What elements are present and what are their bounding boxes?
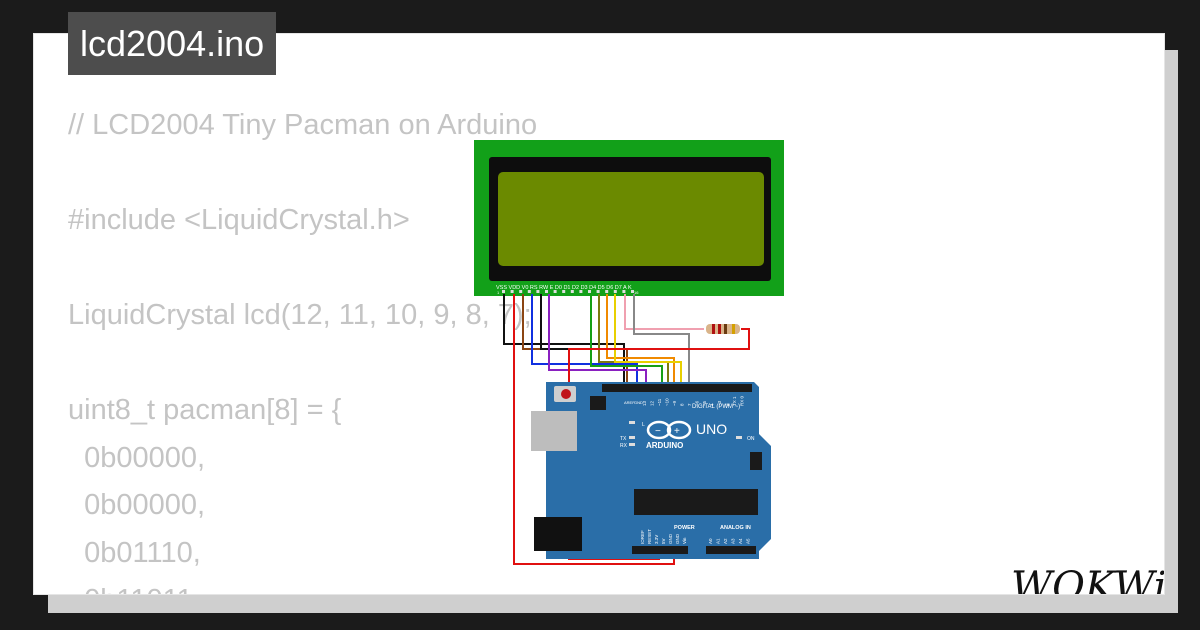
wokwi-logo-text: WOKWi xyxy=(1011,564,1164,594)
pin-label: ~3 xyxy=(717,400,722,406)
lcd-pin xyxy=(562,290,566,293)
lcd-pin xyxy=(519,290,523,293)
board-model: UNO xyxy=(696,421,727,437)
power-header xyxy=(632,546,688,554)
lcd-pin-first: 1 xyxy=(497,290,500,295)
project-title: lcd2004.ino xyxy=(68,12,277,75)
svg-text:+: + xyxy=(674,426,680,437)
lcd-pin xyxy=(613,290,617,293)
lcd-pin xyxy=(510,290,514,293)
project-card[interactable]: // LCD2004 Tiny Pacman on Arduino #inclu… xyxy=(34,34,1164,594)
pin-label: ~10 xyxy=(665,398,670,406)
pin-label: 4 xyxy=(710,403,715,406)
pin-label: 3.3V xyxy=(654,535,659,544)
pin-label: A3 xyxy=(731,538,736,544)
pin-label: 13 xyxy=(642,400,647,406)
power-label: POWER xyxy=(674,525,695,531)
lcd-pin xyxy=(596,290,600,293)
lcd-pin xyxy=(536,290,540,293)
lcd-pin xyxy=(553,290,557,293)
pin-label: A1 xyxy=(716,538,721,544)
pin-label: 7 xyxy=(687,403,692,406)
lcd-pin xyxy=(605,290,609,293)
pin-label: 2 xyxy=(725,403,730,406)
lcd-pin xyxy=(631,290,634,293)
pin-label: ~6 xyxy=(695,400,700,406)
lcd-pin xyxy=(527,290,531,293)
pin-label: 8 xyxy=(680,403,685,406)
arduino-logo-icon: − + xyxy=(646,420,692,440)
pin-label: A5 xyxy=(746,538,751,544)
lcd-pin xyxy=(545,290,548,293)
icsp-header-2 xyxy=(750,452,762,470)
l-led-label: L xyxy=(642,422,645,428)
code-preview: // LCD2004 Tiny Pacman on Arduino #inclu… xyxy=(68,109,538,594)
pin-label: A4 xyxy=(738,538,743,544)
analog-label: ANALOG IN xyxy=(720,525,751,531)
atmega-chip xyxy=(634,489,758,515)
pin-label: RX 0 xyxy=(740,395,745,406)
pin-label: Vin xyxy=(682,537,687,544)
lcd-pin xyxy=(622,290,626,293)
icsp-header xyxy=(590,396,606,410)
wokwi-logo[interactable]: WOKWi xyxy=(1009,562,1164,594)
lcd-screen xyxy=(498,172,764,266)
lcd-pin xyxy=(570,290,574,293)
pin-label: IOREF xyxy=(640,530,645,544)
aref-label: AREF xyxy=(624,400,635,405)
pin-label: TX 1 xyxy=(732,396,737,406)
usb-port xyxy=(531,411,577,451)
lcd-pin-last: 16 xyxy=(634,290,639,295)
resistor xyxy=(706,324,740,334)
pin-label: 5V xyxy=(661,538,666,544)
pin-label: 12 xyxy=(650,400,655,406)
lcd-pin-header xyxy=(502,290,634,293)
rx-led-label: RX xyxy=(620,443,628,449)
pin-label: RESET xyxy=(647,529,652,544)
circuit-diagram: VSS VDD V0 RS RW E D0 D1 D2 D3 D4 D5 D6 … xyxy=(474,140,784,565)
lcd-pin xyxy=(579,290,583,293)
pin-label: GND xyxy=(668,533,673,544)
pin-label: A0 xyxy=(708,538,713,544)
arduino-logo-text: ARDUINO xyxy=(646,441,683,450)
gnd-label: GND xyxy=(634,400,643,405)
power-jack xyxy=(534,517,582,551)
pin-label: ~11 xyxy=(657,398,662,406)
tx-led-label: TX xyxy=(620,436,627,442)
lcd2004-display: VSS VDD V0 RS RW E D0 D1 D2 D3 D4 D5 D6 … xyxy=(474,140,784,296)
pin-label: ~5 xyxy=(702,400,707,406)
reset-button xyxy=(561,389,571,399)
pin-label: GND xyxy=(675,533,680,544)
analog-header xyxy=(706,546,756,554)
digital-header xyxy=(602,384,752,392)
lcd-pin-labels: VSS VDD V0 RS RW E D0 D1 D2 D3 D4 D5 D6 … xyxy=(496,285,632,291)
lcd-pin xyxy=(588,290,591,293)
on-led-label: ON xyxy=(747,436,755,442)
svg-text:−: − xyxy=(655,426,661,437)
pin-label: A2 xyxy=(723,538,728,544)
digital-header-label: DIGITAL (PWM ~) xyxy=(692,404,740,410)
lcd-pin xyxy=(502,290,505,293)
pin-label: ~9 xyxy=(672,400,677,406)
